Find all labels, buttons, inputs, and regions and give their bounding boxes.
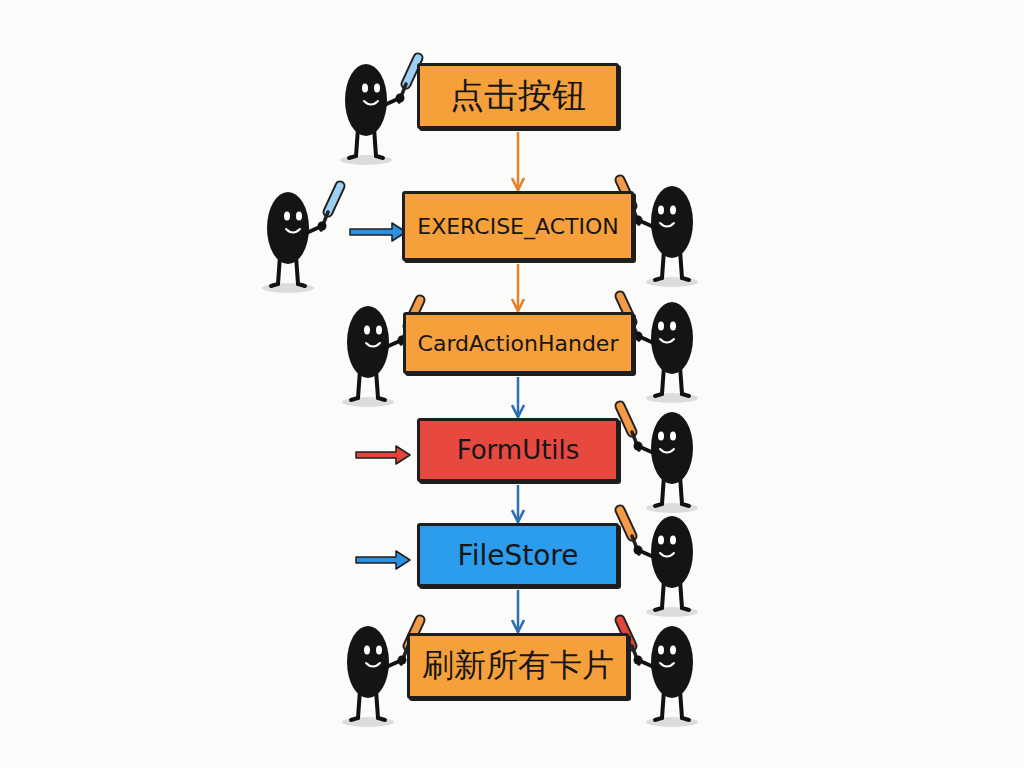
- box-label: CardActionHander: [418, 331, 619, 356]
- flow-arrow: [517, 590, 520, 632]
- process-box: 点击按钮: [417, 63, 619, 129]
- process-box: FormUtils: [417, 418, 619, 482]
- bean-figure: [620, 406, 698, 513]
- side-arrow: [356, 446, 410, 464]
- flow-arrow: [517, 377, 520, 417]
- box-label: EXERCISE_ACTION: [417, 214, 619, 239]
- side-arrow: [350, 223, 406, 241]
- process-box: EXERCISE_ACTION: [402, 191, 634, 261]
- process-box: FileStore: [417, 523, 619, 587]
- bean-figure: [620, 620, 698, 727]
- side-arrow: [356, 551, 410, 569]
- process-box: CardActionHander: [403, 312, 634, 374]
- box-label: FormUtils: [457, 435, 580, 465]
- box-label: FileStore: [458, 539, 579, 572]
- process-box: 刷新所有卡片: [407, 633, 629, 699]
- box-label: 点击按钮: [450, 73, 586, 119]
- flow-arrow: [517, 264, 520, 311]
- box-label: 刷新所有卡片: [422, 644, 614, 688]
- bean-figure: [262, 186, 340, 293]
- flow-arrow: [517, 132, 520, 190]
- bean-figure: [340, 58, 418, 165]
- flow-arrow: [517, 485, 520, 522]
- bean-figure: [620, 510, 698, 617]
